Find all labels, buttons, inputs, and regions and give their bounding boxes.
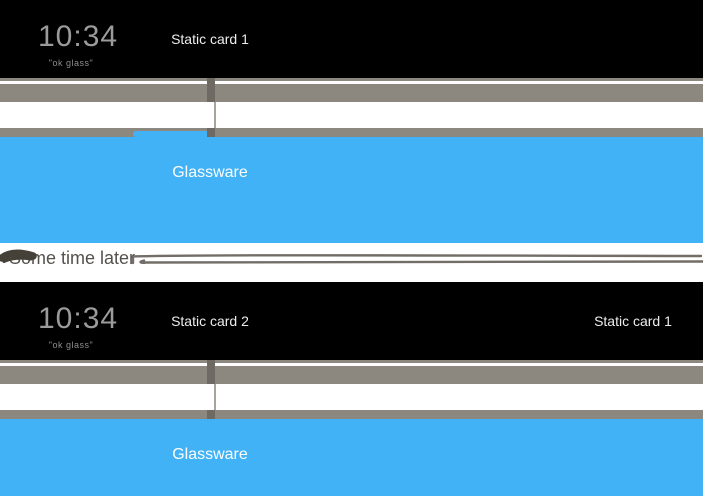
static-card-1-label: Static card 1 — [594, 313, 672, 329]
time-divider: Some time later — [0, 243, 703, 282]
divider-line-2 — [139, 259, 703, 264]
glassware-card: Glassware — [0, 419, 703, 496]
glassware-card: Glassware — [0, 137, 703, 243]
timeline-bar-lower — [0, 128, 703, 137]
insert-arrow-upper — [206, 78, 215, 102]
ok-glass-label: "ok glass" — [48, 58, 94, 68]
insert-arrow-upper — [206, 360, 215, 384]
divider-hand-drawn-lines — [0, 249, 703, 265]
insert-arrow-lower — [206, 128, 215, 137]
insert-row: Insert — [0, 102, 703, 225]
home-card-strip: 10:34 "ok glass" Static card 1 — [0, 0, 703, 78]
scribble-mark-2 — [2, 256, 33, 263]
insert-row: Insert — [0, 384, 703, 496]
scribble-mark — [0, 249, 37, 262]
glassware-label: Glassware — [172, 164, 248, 181]
insert-arrow-middle — [213, 102, 216, 128]
divider-line-1 — [131, 254, 703, 265]
home-card-strip: 10:34 "ok glass" Static card 2 Static ca… — [0, 282, 703, 360]
timeline-bar-thin — [0, 360, 703, 363]
clock-text: 10:34 — [38, 20, 119, 53]
clock-text: 10:34 — [38, 302, 119, 335]
timeline-sequence-2: 10:34 "ok glass" Static card 2 Static ca… — [0, 282, 703, 496]
static-card-1-label: Static card 1 — [171, 31, 249, 47]
glassware-label: Glassware — [172, 446, 248, 463]
timeline-sequence-1: 10:34 "ok glass" Static card 1 Insert Gl… — [0, 0, 703, 251]
timeline-bar-main — [0, 365, 703, 384]
blue-arrow-stroke — [133, 130, 207, 137]
static-card-2-label: Static card 2 — [171, 313, 249, 329]
time-divider-label: Some time later — [9, 248, 136, 268]
timeline-bar-main — [0, 83, 703, 102]
insert-arrow-middle — [213, 384, 216, 410]
insert-arrow-lower — [206, 410, 215, 419]
ok-glass-label: "ok glass" — [48, 340, 94, 350]
timeline-bar-lower — [0, 410, 703, 419]
timeline-bar-thin — [0, 78, 703, 81]
